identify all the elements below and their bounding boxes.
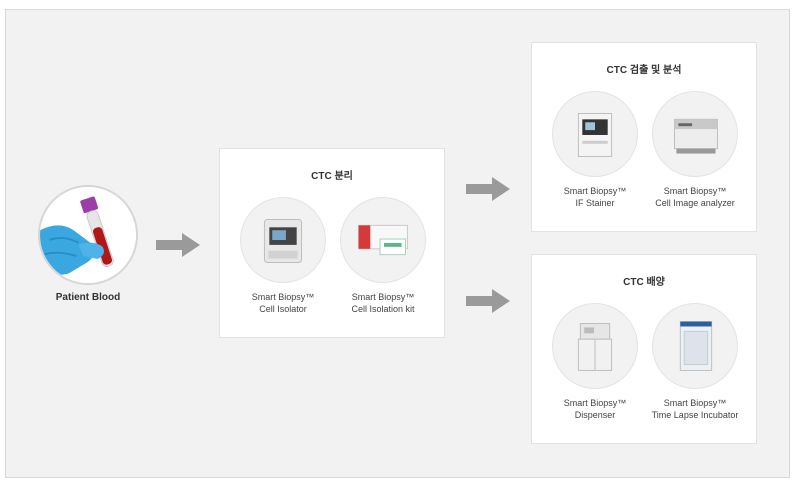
cell-isolation-kit-caption: Smart Biopsy™ Cell Isolation kit xyxy=(351,292,415,314)
cell-isolator-caption: Smart Biopsy™ Cell Isolator xyxy=(251,292,315,314)
ctc-culture-card: CTC 배양 Smart Biopsy™ Dispenser Smart Bio… xyxy=(531,254,757,444)
cell-isolator-icon xyxy=(263,219,303,263)
arrow-right-icon xyxy=(466,177,510,201)
dispenser-caption: Smart Biopsy™ Dispenser xyxy=(563,398,627,420)
if-stainer-caption: Smart Biopsy™ IF Stainer xyxy=(563,186,627,208)
incubator-icon xyxy=(679,321,713,371)
isolation-kit-icon xyxy=(358,224,408,256)
card-title: CTC 검출 및 분석 xyxy=(606,65,682,76)
ctc-separation-card: CTC 분리 Smart Biopsy™ Cell Isolator Smart… xyxy=(219,148,445,338)
blood-tube-icon xyxy=(40,187,136,283)
cell-image-analyzer-caption: Smart Biopsy™ Cell Image analyzer xyxy=(655,186,735,208)
arrow-right-icon xyxy=(156,233,200,257)
image-analyzer-icon xyxy=(674,118,718,154)
cell-isolator-image xyxy=(240,197,326,283)
dispenser-image xyxy=(552,303,638,389)
dispenser-icon xyxy=(577,323,613,371)
time-lapse-incubator-image xyxy=(652,303,738,389)
card-title: CTC 분리 xyxy=(311,171,353,182)
arrow-right-icon xyxy=(466,289,510,313)
cell-image-analyzer-image xyxy=(652,91,738,177)
if-stainer-icon xyxy=(577,113,613,157)
cell-isolation-kit-image xyxy=(340,197,426,283)
patient-blood-label: Patient Blood xyxy=(55,292,121,303)
if-stainer-image xyxy=(552,91,638,177)
patient-blood-image xyxy=(38,185,138,285)
ctc-detection-card: CTC 검출 및 분석 Smart Biopsy™ IF Stainer Sma… xyxy=(531,42,757,232)
card-title: CTC 배양 xyxy=(623,277,665,288)
time-lapse-incubator-caption: Smart Biopsy™ Time Lapse Incubator xyxy=(651,398,739,420)
